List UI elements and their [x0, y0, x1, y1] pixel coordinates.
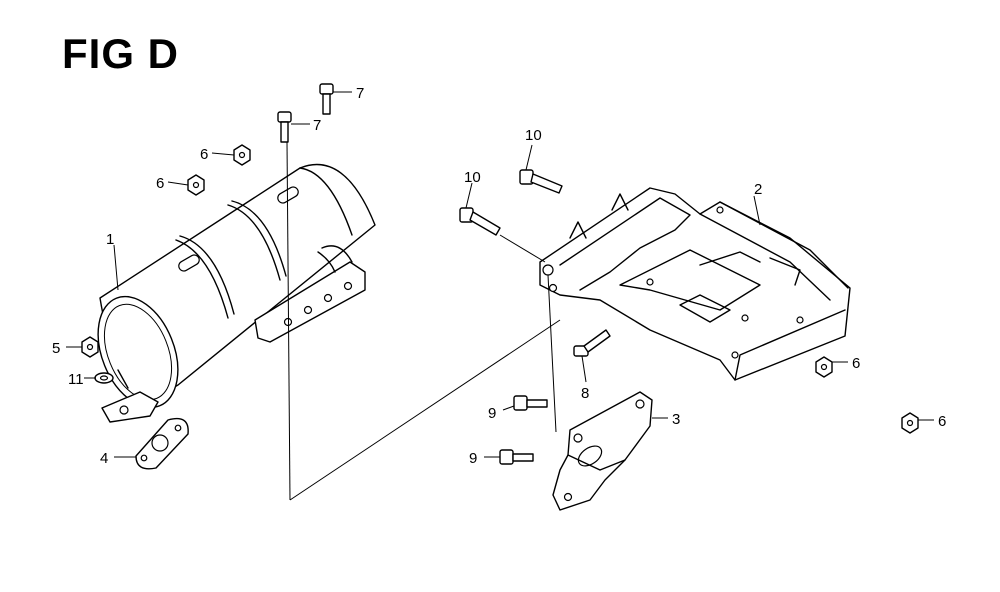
callout-10a: 10 — [525, 127, 542, 144]
callout-11: 11 — [68, 371, 84, 388]
fastener-washer-11 — [94, 372, 114, 384]
fastener-bolt-9a — [513, 395, 548, 411]
callout-5: 5 — [52, 340, 60, 357]
part-muffler — [97, 163, 376, 423]
callout-6a: 6 — [200, 146, 208, 163]
callout-labels: 1 2 3 4 5 6 6 6 6 7 7 8 9 9 10 10 11 — [52, 85, 946, 467]
callout-6c: 6 — [852, 355, 860, 372]
callout-6d: 6 — [938, 413, 946, 430]
callout-8: 8 — [581, 385, 589, 402]
callout-4: 4 — [100, 450, 108, 467]
callout-9b: 9 — [469, 450, 477, 467]
fastener-nut-6b — [187, 174, 205, 196]
fastener-bolt-9b — [499, 449, 534, 465]
callout-1: 1 — [106, 231, 114, 248]
callout-6b: 6 — [156, 175, 164, 192]
part-stay-bracket — [552, 391, 653, 511]
fastener-bolt-10b — [459, 207, 501, 236]
callout-10b: 10 — [464, 169, 481, 186]
assembly-lines — [286, 141, 561, 501]
fastener-nut-6c — [815, 356, 833, 378]
fastener-bolt-7a — [319, 83, 334, 115]
fastener-bolt-7b — [277, 111, 292, 143]
figure-title: FIG D — [62, 30, 179, 77]
callout-2: 2 — [754, 181, 762, 198]
fastener-bolt-10a — [519, 169, 563, 194]
callout-7a: 7 — [356, 85, 364, 102]
fastener-nut-6a — [233, 144, 251, 166]
callout-9a: 9 — [488, 405, 496, 422]
callout-7b: 7 — [313, 117, 321, 134]
fastener-nut-6d — [901, 412, 919, 434]
fastener-nut-5 — [81, 336, 99, 358]
fastener-bolt-8 — [573, 329, 611, 357]
callout-leaders — [66, 91, 934, 458]
part-muffler-protector — [539, 187, 851, 381]
part-gasket — [135, 417, 189, 470]
callout-3: 3 — [672, 411, 680, 428]
